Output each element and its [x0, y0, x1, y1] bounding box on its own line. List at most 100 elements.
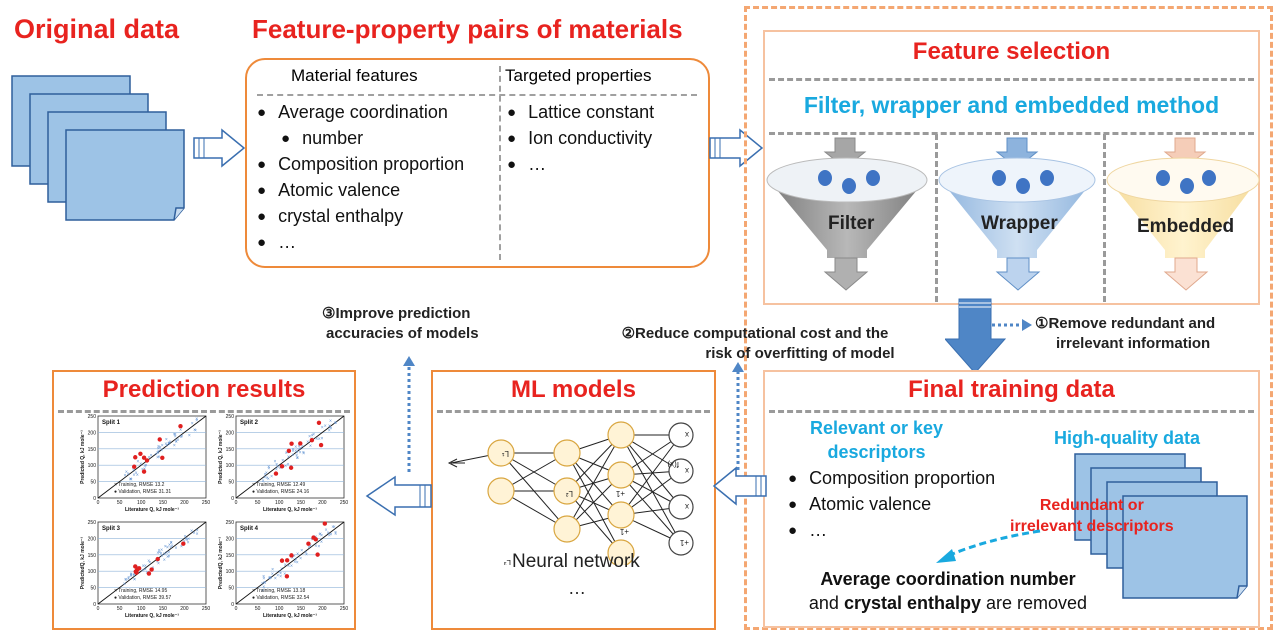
training-point: × — [127, 472, 130, 478]
final-training-title: Final training data — [908, 376, 1115, 403]
training-point: × — [317, 544, 320, 550]
training-point: × — [309, 544, 312, 550]
training-point: × — [267, 465, 270, 471]
training-point: × — [300, 548, 303, 554]
training-point: × — [311, 433, 314, 439]
validation-point — [279, 558, 285, 563]
training-point: × — [180, 434, 183, 440]
training-point: × — [163, 552, 166, 558]
note-3: ③Improve prediction accuracies of models — [322, 304, 479, 344]
x-tick-label: 0 — [97, 500, 100, 506]
training-point: × — [158, 550, 161, 556]
validation-point — [155, 556, 160, 562]
validation-point — [146, 571, 152, 576]
training-point: × — [196, 528, 199, 534]
training-point: × — [160, 551, 163, 557]
validation-point — [298, 441, 303, 446]
validation-point — [279, 464, 285, 469]
ml-more-dots: … — [568, 578, 586, 598]
y-tick-label: 0 — [93, 602, 96, 608]
selection-subtitle: Filter, wrapper and embedded method — [803, 92, 1220, 118]
training-point: × — [276, 464, 279, 470]
training-point: × — [169, 440, 172, 446]
training-point: × — [156, 550, 159, 556]
validation-point — [315, 552, 320, 557]
right-panel-frame — [744, 6, 1273, 630]
training-point: × — [195, 418, 198, 424]
training-point: × — [286, 450, 289, 456]
ml-models-title: ML models — [511, 376, 636, 403]
training-point: × — [190, 528, 193, 534]
y-tick-label: 100 — [226, 569, 235, 575]
x-tick-label: 250 — [202, 500, 211, 506]
arrow-right-icon — [193, 128, 246, 168]
training-point: × — [261, 588, 264, 594]
training-point: × — [136, 473, 139, 479]
training-point: × — [329, 418, 332, 424]
training-point: × — [127, 575, 130, 581]
training-point: × — [187, 536, 190, 542]
training-point: × — [304, 550, 307, 556]
validation-point — [316, 420, 322, 425]
y-tick-label: 150 — [226, 447, 235, 453]
feature-item: Average coordination — [257, 100, 464, 126]
training-point: × — [180, 544, 183, 550]
training-point: × — [173, 443, 176, 449]
split-label: Split 1 — [102, 420, 121, 426]
training-point: × — [174, 434, 177, 440]
x-tick-label: 100 — [275, 606, 284, 612]
training-point: × — [124, 578, 127, 584]
training-point: × — [170, 540, 173, 546]
curved-dashed-arrow-icon — [936, 529, 1041, 563]
funnel-label-wrapper: Wrapper — [981, 213, 1058, 234]
training-point: × — [287, 564, 290, 570]
training-point: × — [164, 544, 167, 550]
training-point: × — [320, 533, 323, 539]
note-2: ②Reduce computational cost and the risk … — [590, 324, 930, 364]
training-point: × — [271, 567, 274, 573]
training-point: × — [127, 576, 130, 582]
training-point: × — [281, 458, 284, 464]
wrapper-funnel-icon — [938, 137, 1096, 291]
y-tick-label: 100 — [226, 463, 235, 469]
x-tick-label: 100 — [137, 500, 146, 506]
prediction-results-title: Prediction results — [102, 376, 306, 403]
training-point: × — [191, 421, 194, 427]
relevant-line2: descriptors — [827, 442, 926, 462]
training-point: × — [170, 540, 173, 546]
validation-point — [284, 574, 290, 579]
x-axis-label: Literature Q, kJ mole⁻¹ — [263, 507, 317, 513]
training-point: × — [123, 581, 126, 587]
training-point: × — [125, 469, 128, 475]
y-tick-label: 200 — [226, 430, 235, 436]
training-point: × — [148, 560, 151, 566]
feature-selection-title: Feature selection — [912, 38, 1111, 65]
training-point: × — [184, 534, 187, 540]
validation-point — [322, 521, 328, 526]
feature-item: crystal enthalpy — [257, 204, 464, 230]
training-point: × — [318, 532, 321, 538]
validation-point — [286, 448, 292, 454]
training-point: × — [331, 524, 334, 530]
training-point: × — [330, 426, 333, 432]
redundant-line1: Redundant or — [1039, 497, 1144, 514]
x-tick-label: 150 — [297, 500, 306, 506]
prediction-plots: ××××××××××××××××××××××××××××××××××××××××… — [80, 414, 348, 619]
training-point: × — [161, 553, 164, 559]
training-point: × — [269, 575, 272, 581]
column-divider — [935, 134, 938, 302]
note-1-line1: ①Remove redundant and — [1035, 315, 1216, 332]
training-point: × — [165, 443, 168, 449]
training-point: × — [156, 559, 159, 565]
training-point: × — [193, 530, 196, 536]
training-point: × — [165, 437, 168, 443]
x-axis-label: Literature Q, kJ mole⁻¹ — [125, 613, 179, 619]
training-point: × — [296, 456, 299, 462]
training-point: × — [144, 564, 147, 570]
training-point: × — [333, 524, 336, 530]
validation-point — [178, 423, 183, 429]
training-point: × — [132, 468, 135, 474]
training-point: × — [130, 477, 133, 483]
training-point: × — [159, 445, 162, 451]
feature-item: Atomic valence — [257, 178, 464, 204]
